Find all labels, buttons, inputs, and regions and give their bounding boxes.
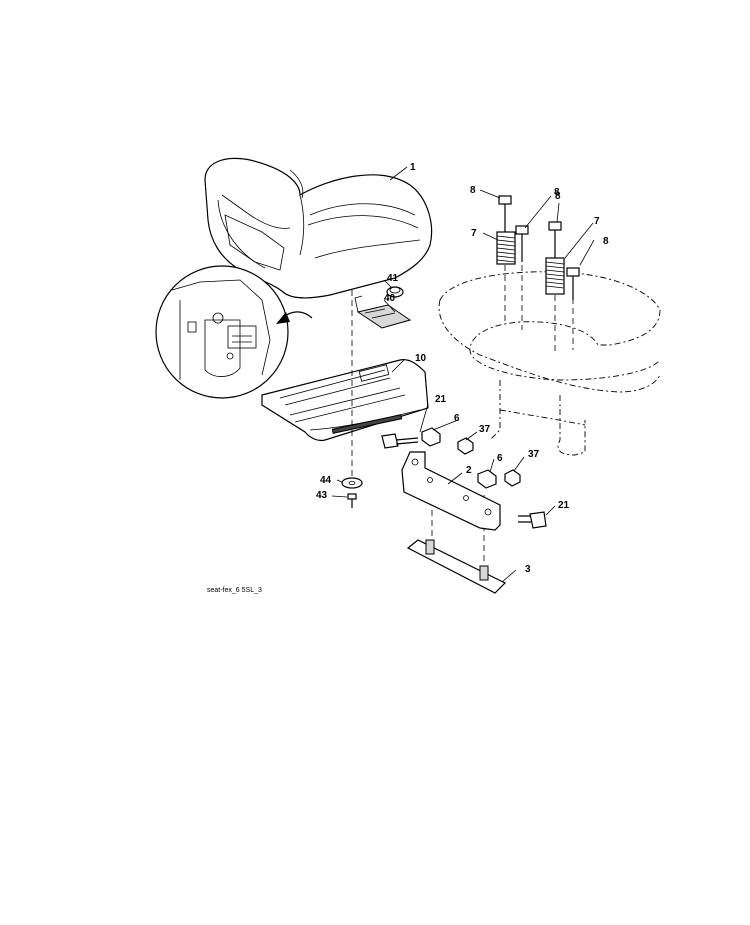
callout-1: 1 — [410, 162, 416, 173]
locknut-left — [457, 437, 474, 455]
arrow-icon — [276, 312, 290, 324]
callout-8-b: 8 — [554, 187, 560, 198]
nut-left — [421, 427, 441, 447]
nut-right — [477, 469, 497, 489]
callout-8-a: 8 — [470, 185, 476, 196]
bolt-8-c — [548, 221, 562, 258]
slide-plate — [261, 359, 429, 442]
callout-8-d: 8 — [603, 236, 609, 247]
locknut-right — [504, 469, 521, 487]
callout-41: 41 — [387, 273, 399, 284]
switch-clip — [354, 295, 412, 329]
tractor-frame — [438, 271, 661, 456]
callout-21-left: 21 — [435, 394, 447, 405]
callout-8-c: 8 — [555, 191, 561, 202]
callout-40: 40 — [384, 293, 396, 304]
callout-7-left: 7 — [471, 228, 477, 239]
spring-right — [545, 257, 565, 295]
callout-7-right: 7 — [594, 216, 600, 227]
diagram-caption: seat-fex_6 5SL_3 — [207, 587, 262, 594]
slot-row — [331, 414, 403, 434]
callout-44: 44 — [320, 475, 332, 486]
callout-6-left: 6 — [454, 413, 460, 424]
washer — [341, 477, 363, 489]
bolt-8-b — [515, 225, 529, 262]
callout-2: 2 — [466, 465, 472, 476]
callout-6-right: 6 — [497, 453, 503, 464]
bolt-8-a — [498, 195, 512, 232]
screw — [347, 493, 357, 508]
base-plate — [406, 539, 507, 594]
bolt-21-right — [518, 511, 547, 529]
callout-37-right: 37 — [528, 449, 540, 460]
bolt-8-d — [566, 267, 580, 300]
spacer — [386, 286, 404, 298]
detail-inset — [155, 265, 289, 399]
callout-10: 10 — [415, 353, 427, 364]
callout-3: 3 — [525, 564, 531, 575]
spring-left — [496, 231, 516, 265]
bolt-21-left — [381, 433, 419, 449]
leader-lines — [331, 166, 595, 583]
callout-21-right: 21 — [558, 500, 570, 511]
callout-labels: 1 41 40 10 8 8 8 8 7 7 21 6 37 2 6 37 21… — [316, 162, 609, 575]
callout-37-left: 37 — [479, 424, 491, 435]
bracket — [401, 451, 501, 531]
callout-43: 43 — [316, 490, 328, 501]
